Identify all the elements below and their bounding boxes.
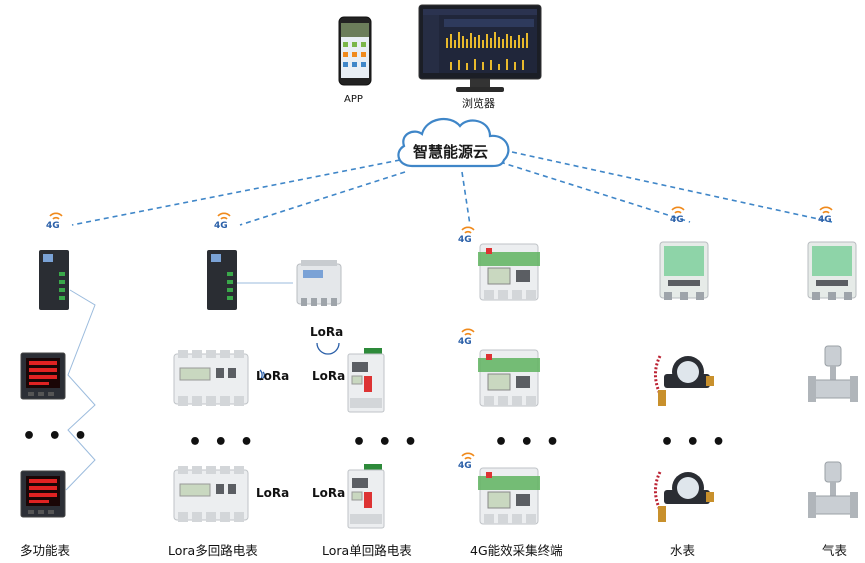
lora-label: LoRa xyxy=(256,369,290,383)
4g-energy-terminal xyxy=(476,346,542,410)
browser-monitor xyxy=(418,4,542,94)
multifunction-meter xyxy=(20,352,66,400)
lora-label: LoRa xyxy=(312,486,346,500)
4g-energy-terminal xyxy=(476,240,542,304)
4g-label: 4G xyxy=(670,215,684,225)
column-label-multifunction: 多功能表 xyxy=(20,543,71,558)
phone-device xyxy=(338,16,372,86)
ellipsis: • • • xyxy=(22,424,90,449)
column-label-4g-terminal: 4G能效采集终端 xyxy=(470,543,563,558)
gateway-device xyxy=(37,248,71,312)
browser-label: 浏览器 xyxy=(462,97,495,110)
gas-collector xyxy=(806,240,858,302)
water-meter xyxy=(650,462,716,528)
ellipsis: • • • xyxy=(352,430,420,455)
4g-signal-icon xyxy=(456,450,480,474)
app-label: APP xyxy=(344,94,363,105)
gas-flow-meter xyxy=(808,344,858,412)
lora-label: LoRa xyxy=(310,325,344,339)
lora-single-circuit-meter xyxy=(344,348,388,414)
column-label-lora-single: Lora单回路电表 xyxy=(322,543,412,558)
water-meter xyxy=(650,346,716,410)
lora-label: LoRa xyxy=(312,369,346,383)
column-label-gas: 气表 xyxy=(822,543,848,558)
ellipsis: • • • xyxy=(660,430,728,455)
4g-signal-icon xyxy=(212,210,236,234)
4g-label: 4G xyxy=(458,337,472,347)
4g-label: 4G xyxy=(214,221,228,231)
ellipsis: • • • xyxy=(494,430,562,455)
lora-signal-icon xyxy=(258,367,270,381)
water-collector xyxy=(656,240,712,302)
4g-energy-terminal xyxy=(476,464,542,528)
4g-signal-icon xyxy=(456,326,480,350)
4g-label: 4G xyxy=(818,215,832,225)
4g-signal-icon xyxy=(44,210,68,234)
4g-label: 4G xyxy=(458,235,472,245)
lora-multi-circuit-meter xyxy=(172,350,250,408)
lora-label: LoRa xyxy=(256,486,290,500)
lora-signal-icon xyxy=(313,336,343,355)
4g-label: 4G xyxy=(46,221,60,231)
gateway-device xyxy=(205,248,239,312)
column-label-lora-multi: Lora多回路电表 xyxy=(168,543,258,558)
lora-single-circuit-meter xyxy=(344,464,388,530)
4g-signal-icon xyxy=(814,204,838,228)
column-label-water: 水表 xyxy=(670,543,696,558)
cloud-icon xyxy=(392,112,516,174)
lora-multi-circuit-meter xyxy=(172,466,250,524)
ellipsis: • • • xyxy=(188,430,256,455)
4g-signal-icon xyxy=(666,204,690,228)
4g-label: 4G xyxy=(458,461,472,471)
multifunction-meter xyxy=(20,470,66,518)
lora-concentrator xyxy=(293,258,345,310)
4g-signal-icon xyxy=(456,224,480,248)
cloud-label: 智慧能源云 xyxy=(413,143,489,161)
gas-flow-meter xyxy=(808,460,858,528)
